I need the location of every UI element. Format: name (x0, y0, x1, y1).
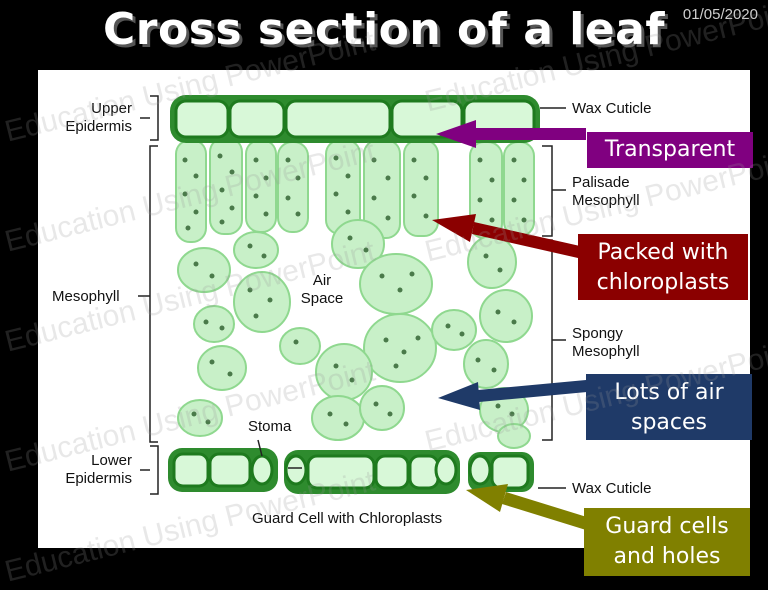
palisade-cell (503, 141, 535, 237)
epidermis-cell (374, 454, 410, 490)
spongy-cell (479, 289, 533, 343)
spongy-cell (193, 305, 235, 343)
transparent-arrow-shaft (476, 128, 586, 140)
air-arrow-head (438, 382, 480, 410)
spongy-cell (279, 327, 321, 365)
callout-arrows (432, 120, 590, 530)
palisade-layer (175, 137, 535, 243)
spongy-cell (359, 385, 405, 431)
chloroplasts-arrow-head (432, 214, 476, 242)
label-upper-epidermis: Upper Epidermis (65, 100, 132, 135)
spongy-cell (177, 247, 231, 293)
spongy-cell (363, 313, 437, 383)
callout-air-spaces: Lots of air spaces (586, 374, 752, 440)
spongy-cell (467, 235, 517, 289)
lower-epidermis (168, 448, 534, 494)
label-mesophyll: Mesophyll (52, 288, 120, 305)
epidermis-cell (306, 454, 376, 490)
leaf-cross-section-diagram (138, 95, 590, 530)
transparent-arrow-head (436, 120, 476, 148)
label-palisade-mesophyll: Palisade Mesophyll (572, 174, 640, 209)
spongy-cell (359, 253, 433, 315)
spongy-cell (463, 339, 509, 389)
left-brackets (138, 95, 159, 495)
spongy-cell (315, 343, 373, 401)
epidermis-cell (228, 99, 286, 139)
spongy-cell (233, 231, 279, 269)
spongy-cell (331, 219, 385, 269)
palisade-cell (245, 139, 277, 233)
guard-arrow-shaft (502, 492, 590, 530)
callout-guard-cells: Guard cells and holes (584, 508, 750, 576)
spongy-cell (311, 395, 365, 441)
palisade-cell (403, 139, 439, 237)
spongy-layer (177, 219, 533, 449)
spongy-cell (431, 309, 477, 351)
chloroplasts (182, 153, 527, 427)
spongy-cell (177, 399, 223, 437)
palisade-cell (277, 141, 309, 233)
guard-cell (468, 454, 492, 486)
label-wax-cuticle-bottom: Wax Cuticle (572, 480, 652, 497)
label-spongy-mesophyll: Spongy Mesophyll (572, 325, 640, 360)
label-wax-cuticle-top: Wax Cuticle (572, 100, 652, 117)
palisade-cell (175, 139, 207, 243)
callout-transparent: Transparent (587, 132, 753, 168)
label-stoma: Stoma (248, 418, 292, 435)
spongy-cell (497, 423, 531, 449)
air-arrow-shaft (478, 380, 587, 402)
spongy-cell (233, 271, 291, 333)
epidermis-cell (172, 452, 210, 488)
slide-title: Cross section of a leaf (103, 4, 665, 55)
guard-cell (434, 454, 458, 486)
epidermis-cell (284, 99, 392, 139)
epidermis-cell (208, 452, 252, 488)
guard-cell (284, 454, 308, 486)
epidermis-cell (490, 454, 530, 490)
label-guard-cell: Guard Cell with Chloroplasts (252, 510, 443, 527)
palisade-cell (209, 137, 243, 235)
callout-chloroplasts: Packed with chloroplasts (578, 234, 748, 300)
chloroplasts-arrow-shaft (472, 222, 580, 258)
spongy-cell (197, 345, 247, 391)
label-lower-epidermis: Lower Epidermis (65, 452, 132, 487)
epidermis-cell (408, 454, 440, 490)
guard-arrow-head (466, 484, 508, 512)
label-air-space: Air Space (300, 272, 344, 307)
epidermis-cell (174, 99, 230, 139)
epidermis-cell (390, 99, 464, 139)
guard-cell (250, 454, 274, 486)
slide-date: 01/05/2020 (682, 6, 758, 23)
